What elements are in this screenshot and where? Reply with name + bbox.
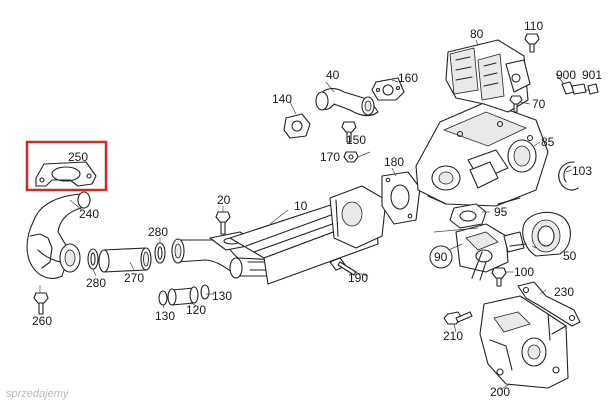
label-103: 103	[572, 164, 592, 178]
part-160-gasket	[371, 77, 405, 101]
label-130-left: 130	[155, 309, 175, 323]
label-210: 210	[443, 329, 463, 343]
part-130-ring-right	[200, 284, 210, 300]
part-85-valve-housing	[415, 101, 549, 207]
watermark: sprzedajemy	[6, 388, 70, 400]
label-20: 20	[217, 193, 231, 207]
part-90-callout-circle	[429, 245, 453, 269]
label-90: 90	[434, 250, 448, 264]
part-180-gasket	[381, 171, 421, 225]
part-250-gasket	[35, 161, 97, 187]
label-180: 180	[384, 155, 404, 169]
part-170-nut	[343, 151, 371, 163]
label-190: 190	[348, 271, 368, 285]
label-170: 170	[320, 150, 340, 164]
part-103-clip	[558, 161, 579, 191]
part-110-bolt	[524, 33, 540, 53]
part-40-pipe	[315, 88, 379, 117]
part-200-bracket	[479, 295, 569, 389]
label-260: 260	[32, 314, 52, 328]
part-90-valve-assembly	[455, 223, 525, 281]
part-280-ring-left	[87, 248, 99, 270]
label-280-right: 280	[148, 225, 168, 239]
part-130-ring-left	[158, 290, 168, 306]
label-70: 70	[532, 97, 546, 111]
part-80-actuator	[445, 39, 531, 113]
highlight-box	[25, 140, 108, 192]
label-150: 150	[346, 133, 366, 147]
leader-lines	[69, 39, 573, 391]
label-230: 230	[554, 285, 574, 299]
label-40: 40	[326, 68, 340, 82]
label-85: 85	[541, 135, 555, 149]
label-95: 95	[494, 205, 508, 219]
part-20-bolt	[215, 206, 231, 235]
part-210-bolt	[443, 311, 473, 325]
part-50-actuator	[509, 211, 571, 257]
label-280-left: 280	[86, 276, 106, 290]
part-260-bolt	[33, 285, 49, 315]
label-100: 100	[514, 265, 534, 279]
label-140: 140	[272, 92, 292, 106]
part-270-pipe	[98, 247, 152, 273]
label-901: 901	[582, 68, 602, 82]
label-110: 110	[524, 19, 543, 33]
part-150-bolt	[341, 121, 357, 143]
label-250: 250	[68, 150, 88, 164]
label-120: 120	[186, 303, 206, 317]
part-280-ring-right	[154, 242, 166, 264]
part-240-elbow-pipe	[26, 191, 91, 279]
part-140-gasket	[283, 113, 311, 139]
label-50: 50	[563, 249, 577, 263]
part-70-bolts	[509, 95, 531, 113]
part-190-bolt	[329, 257, 369, 277]
label-80: 80	[470, 27, 484, 41]
part-900-connector	[561, 81, 587, 95]
part-901-plug	[586, 83, 599, 95]
label-160: 160	[398, 71, 418, 85]
label-240: 240	[79, 207, 99, 221]
label-10: 10	[294, 199, 308, 213]
part-100-bolt	[491, 267, 514, 287]
part-10-egr-cooler	[171, 185, 387, 285]
label-900: 900	[556, 68, 576, 82]
part-95-gasket	[449, 203, 487, 229]
label-130-right: 130	[212, 289, 232, 303]
label-270: 270	[124, 271, 144, 285]
label-200: 200	[490, 385, 510, 399]
part-120-sleeve	[167, 286, 199, 306]
part-230-bracket	[517, 281, 581, 327]
